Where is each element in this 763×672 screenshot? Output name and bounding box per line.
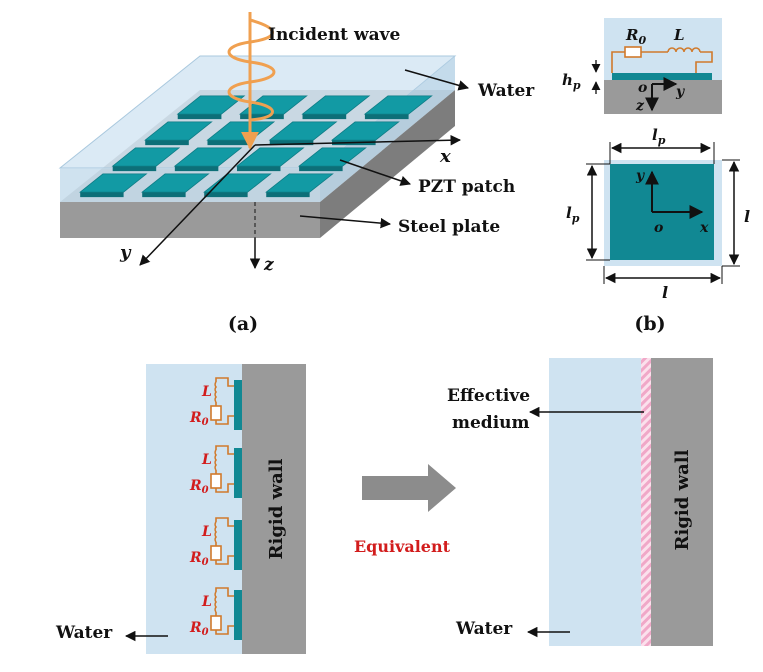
cell-pzt bbox=[612, 73, 712, 80]
pzt-patch-side bbox=[142, 192, 186, 198]
panel-b: R0 L hp o y z y x o lp lp l bbox=[562, 18, 750, 335]
d-effective-medium-layer bbox=[641, 358, 651, 646]
l-bottom-label: l bbox=[662, 283, 668, 302]
c-inductor-label: L bbox=[201, 452, 212, 468]
hp-label: hp bbox=[562, 71, 581, 92]
panel-d: Rigid wall Effective medium Water bbox=[447, 358, 713, 646]
cell-inductor bbox=[667, 47, 701, 53]
c-rigid-wall bbox=[242, 364, 306, 654]
c-inductor-label: L bbox=[201, 524, 212, 540]
cell-r0-label: R0 bbox=[625, 26, 646, 47]
pzt-patch-label: PZT patch bbox=[418, 177, 515, 197]
c-inductor bbox=[214, 381, 218, 403]
c-inductor-label: L bbox=[201, 594, 212, 610]
equivalent-label: Equivalent bbox=[354, 537, 451, 556]
pzt-patch bbox=[203, 173, 272, 193]
cell-origin-label: o bbox=[638, 80, 647, 96]
incident-wave-label: Incident wave bbox=[268, 25, 400, 45]
x-axis-label: x bbox=[439, 146, 451, 167]
c-resistor bbox=[210, 405, 222, 421]
d-water-label: Water bbox=[455, 619, 513, 639]
c-inductor bbox=[214, 591, 218, 613]
c-water-label: Water bbox=[55, 623, 113, 643]
square-x-label: x bbox=[699, 220, 709, 236]
pzt-patch bbox=[363, 95, 433, 115]
pzt-patch bbox=[265, 173, 334, 193]
pzt-patch-side bbox=[174, 166, 219, 172]
c-inductor-label: L bbox=[201, 384, 212, 400]
cell-circuit-wire bbox=[611, 51, 713, 73]
pzt-patch-side bbox=[112, 166, 157, 172]
c-resistor bbox=[210, 615, 222, 631]
pzt-patch bbox=[330, 121, 400, 141]
panel-a: Incident wave Water PZT patch Steel plat… bbox=[58, 12, 535, 335]
l-right-label: l bbox=[744, 207, 750, 226]
cell-l-label: L bbox=[673, 26, 685, 44]
x-axis bbox=[254, 134, 462, 146]
cell-resistor bbox=[624, 46, 642, 58]
pzt-patch-side bbox=[299, 166, 343, 172]
pzt-patch bbox=[111, 147, 181, 167]
pzt-patch-side bbox=[266, 192, 310, 198]
pzt-patch-side bbox=[204, 192, 248, 198]
c-water bbox=[146, 364, 242, 654]
pzt-patch bbox=[235, 147, 305, 167]
cell-steel bbox=[604, 80, 722, 114]
square-y-label: y bbox=[635, 168, 645, 184]
c-rigid-wall-label: Rigid wall bbox=[266, 458, 287, 559]
lp-top-label: lp bbox=[652, 126, 666, 147]
c-pzt-strip bbox=[234, 448, 242, 498]
steel-plate-front bbox=[60, 202, 320, 238]
pzt-patch-side bbox=[145, 140, 189, 146]
pzt-patch bbox=[268, 121, 338, 141]
c-inductor bbox=[214, 449, 218, 471]
pzt-patch bbox=[79, 173, 148, 193]
d-rigid-wall-label: Rigid wall bbox=[672, 449, 693, 550]
z-axis-label: z bbox=[263, 255, 274, 275]
pzt-patch-side bbox=[302, 114, 347, 120]
cell-y-label: y bbox=[675, 84, 685, 100]
pzt-patch bbox=[141, 173, 210, 193]
pzt-patch-side bbox=[207, 140, 252, 146]
y-axis-label: y bbox=[119, 242, 132, 263]
d-water bbox=[549, 358, 641, 646]
caption-b: (b) bbox=[634, 313, 665, 335]
c-pzt-strip bbox=[234, 520, 242, 570]
cell-z-label: z bbox=[635, 98, 645, 114]
pzt-patch-side bbox=[177, 114, 222, 120]
equivalent-arrow bbox=[362, 464, 456, 512]
incident-wave-spiral bbox=[227, 18, 276, 122]
c-resistor bbox=[210, 473, 222, 489]
steel-pointer bbox=[299, 215, 392, 229]
c-inductor bbox=[214, 521, 218, 543]
pzt-patch-side bbox=[80, 192, 124, 198]
c-pzt-strip bbox=[234, 590, 242, 640]
c-pzt-strip bbox=[234, 380, 242, 430]
square-origin-label: o bbox=[654, 220, 663, 236]
lp-left-label: lp bbox=[566, 204, 580, 225]
d-rigid-wall bbox=[651, 358, 713, 646]
caption-a: (a) bbox=[228, 313, 258, 335]
pzt-pointer bbox=[339, 159, 411, 186]
pzt-patch bbox=[301, 95, 371, 115]
c-resistor bbox=[210, 545, 222, 561]
pzt-patch bbox=[144, 121, 213, 141]
y-axis bbox=[139, 144, 256, 266]
water-label: Water bbox=[477, 81, 535, 101]
cell-water bbox=[604, 18, 722, 80]
pzt-patch bbox=[206, 121, 276, 141]
pzt-patch-grid bbox=[79, 95, 433, 198]
steel-plate-label: Steel plate bbox=[398, 217, 500, 237]
d-effective-label-line1: Effective bbox=[447, 386, 530, 406]
pzt-patch-side bbox=[364, 114, 409, 120]
d-effective-label-line2: medium bbox=[452, 413, 530, 433]
water-pointer bbox=[404, 69, 470, 91]
pzt-patch-side bbox=[236, 166, 281, 172]
pzt-patch bbox=[297, 147, 367, 167]
pzt-patch bbox=[176, 95, 246, 115]
equivalent-arrow-group: Equivalent bbox=[354, 464, 456, 556]
steel-plate-side bbox=[320, 90, 455, 238]
